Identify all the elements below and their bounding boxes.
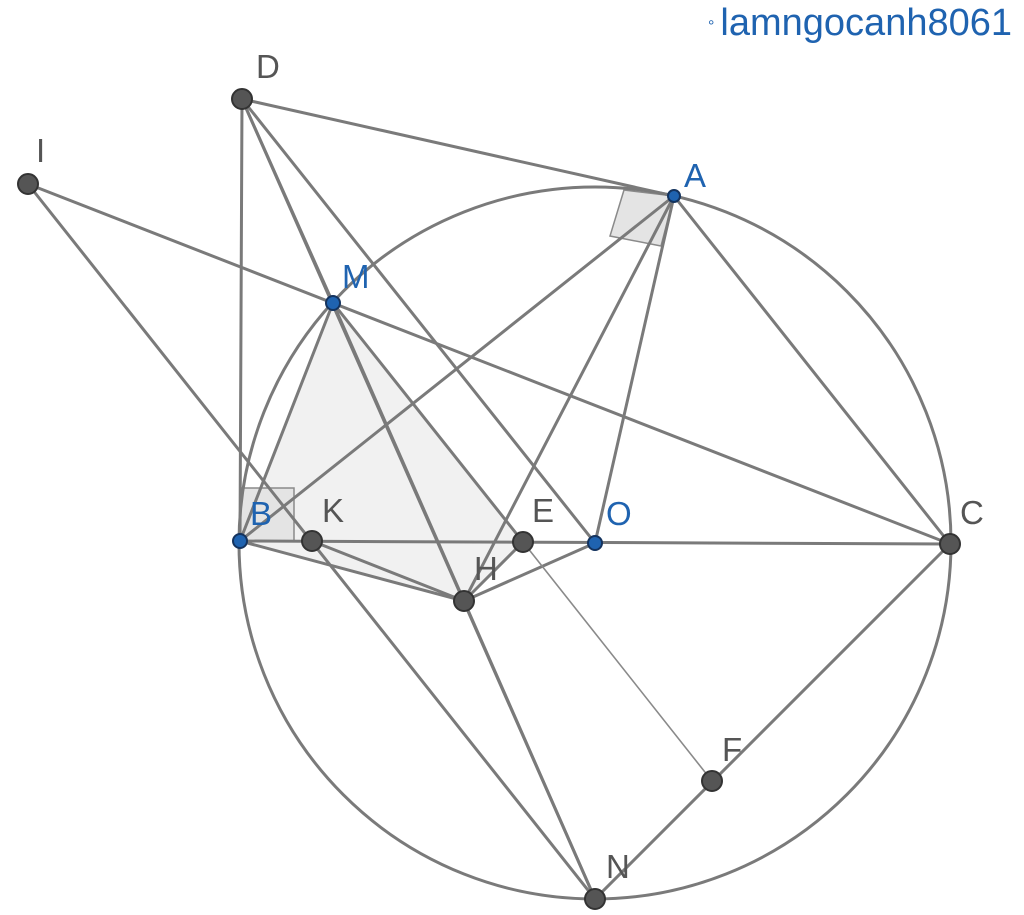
point-labels: D I A M B K E O C H F N — [36, 48, 984, 885]
segment-do — [240, 97, 597, 545]
label-c: C — [960, 494, 984, 531]
point-c — [939, 533, 961, 555]
segment-mh — [331, 301, 466, 603]
point-a — [667, 189, 681, 203]
label-a: A — [684, 157, 706, 194]
point-d — [231, 88, 253, 110]
label-n: N — [606, 848, 630, 885]
label-m: M — [342, 258, 370, 295]
label-h: H — [474, 550, 498, 587]
segment-hn — [462, 599, 597, 901]
segment-ab — [238, 194, 676, 543]
point-f — [701, 770, 723, 792]
segment-me — [331, 301, 525, 544]
segment-bh — [238, 539, 466, 603]
point-m — [325, 295, 341, 311]
label-o: O — [606, 495, 632, 532]
points — [17, 88, 961, 910]
segment-ic — [26, 182, 952, 546]
point-h — [453, 590, 475, 612]
watermark-text: lamngocanh8061 — [720, 2, 1012, 44]
segment-ah — [462, 194, 676, 603]
segment-ef — [522, 541, 713, 782]
watermark: ° lamngocanh8061 — [708, 2, 1012, 45]
point-e — [512, 531, 534, 553]
point-n — [584, 888, 606, 910]
label-f: F — [722, 731, 742, 768]
segment-ho — [462, 541, 597, 603]
point-b — [232, 533, 248, 549]
label-k: K — [322, 492, 344, 529]
segment-ac — [672, 194, 952, 546]
segment-he — [462, 540, 525, 603]
triangle-meh-fill — [333, 303, 523, 601]
watermark-prefix: ° — [708, 18, 715, 35]
segment-cn — [593, 542, 952, 901]
segment-kh — [310, 539, 466, 603]
label-i: I — [36, 132, 45, 169]
point-i — [17, 173, 39, 195]
segment-db — [238, 97, 244, 543]
point-o — [587, 535, 603, 551]
segment-da — [240, 97, 676, 198]
label-b: B — [250, 495, 272, 532]
segment-bm — [238, 301, 335, 543]
point-k — [301, 530, 323, 552]
label-e: E — [532, 492, 554, 529]
segment-ao — [593, 194, 676, 545]
segments — [26, 97, 953, 901]
label-d: D — [256, 48, 280, 85]
